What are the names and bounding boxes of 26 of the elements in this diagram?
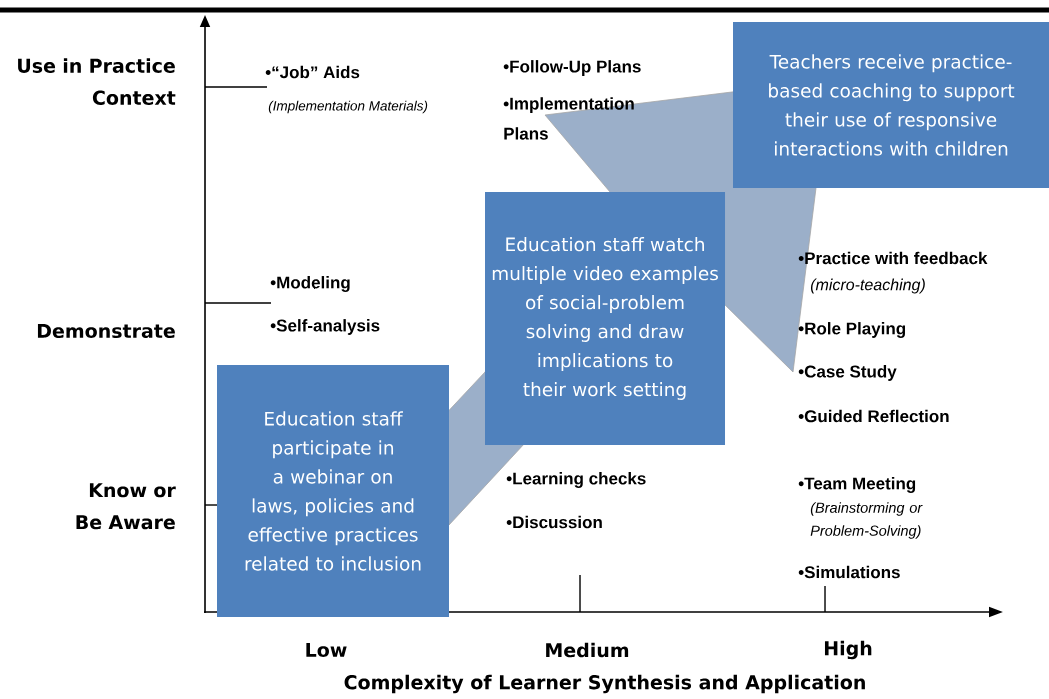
list-item: •Team Meeting [798,477,916,493]
axis-level-label: Know or Be Aware [76,483,176,530]
list-item: •Self-analysis [270,319,380,335]
list-item: •Follow-Up Plans [503,60,641,76]
note: (Brainstorming or Problem-Solving) [810,502,923,539]
text-box: Education staff watch multiple video examples of social-problem solving and draw implications to their work setting [485,192,725,445]
list-item: •Case Study [798,365,897,381]
text-box: Education staff participate in a webinar on laws, policies and effective practices related to inclusion [217,365,449,617]
list-item: •Practice with feedback [798,251,988,265]
list-item: •Learning checks [506,472,646,488]
list-item: •Modeling [270,276,350,292]
note: (Implementation Materials) [268,100,428,114]
axis-level-label: High [825,640,872,660]
note: (micro-teaching) [810,278,925,294]
list-item: •“Job” Aids [265,65,360,79]
axis-level-label: Medium [546,642,629,658]
axis-title: Complexity of Learner Synthesis and Application [344,674,865,694]
axis-level-label: Demonstrate [37,323,175,339]
axis-level-label: Low [306,642,347,658]
axis-level-label: Use in Practice Context [18,58,176,105]
list-item: •Simulations [798,565,900,579]
text-box: Teachers receive practice-based coaching to support their use of responsive interactions with children [733,22,1049,188]
list-item: •Implementation Plans [503,97,634,140]
list-item: •Guided Reflection [798,409,949,423]
list-item: •Discussion [506,515,602,529]
list-item: •Role Playing [798,322,906,338]
